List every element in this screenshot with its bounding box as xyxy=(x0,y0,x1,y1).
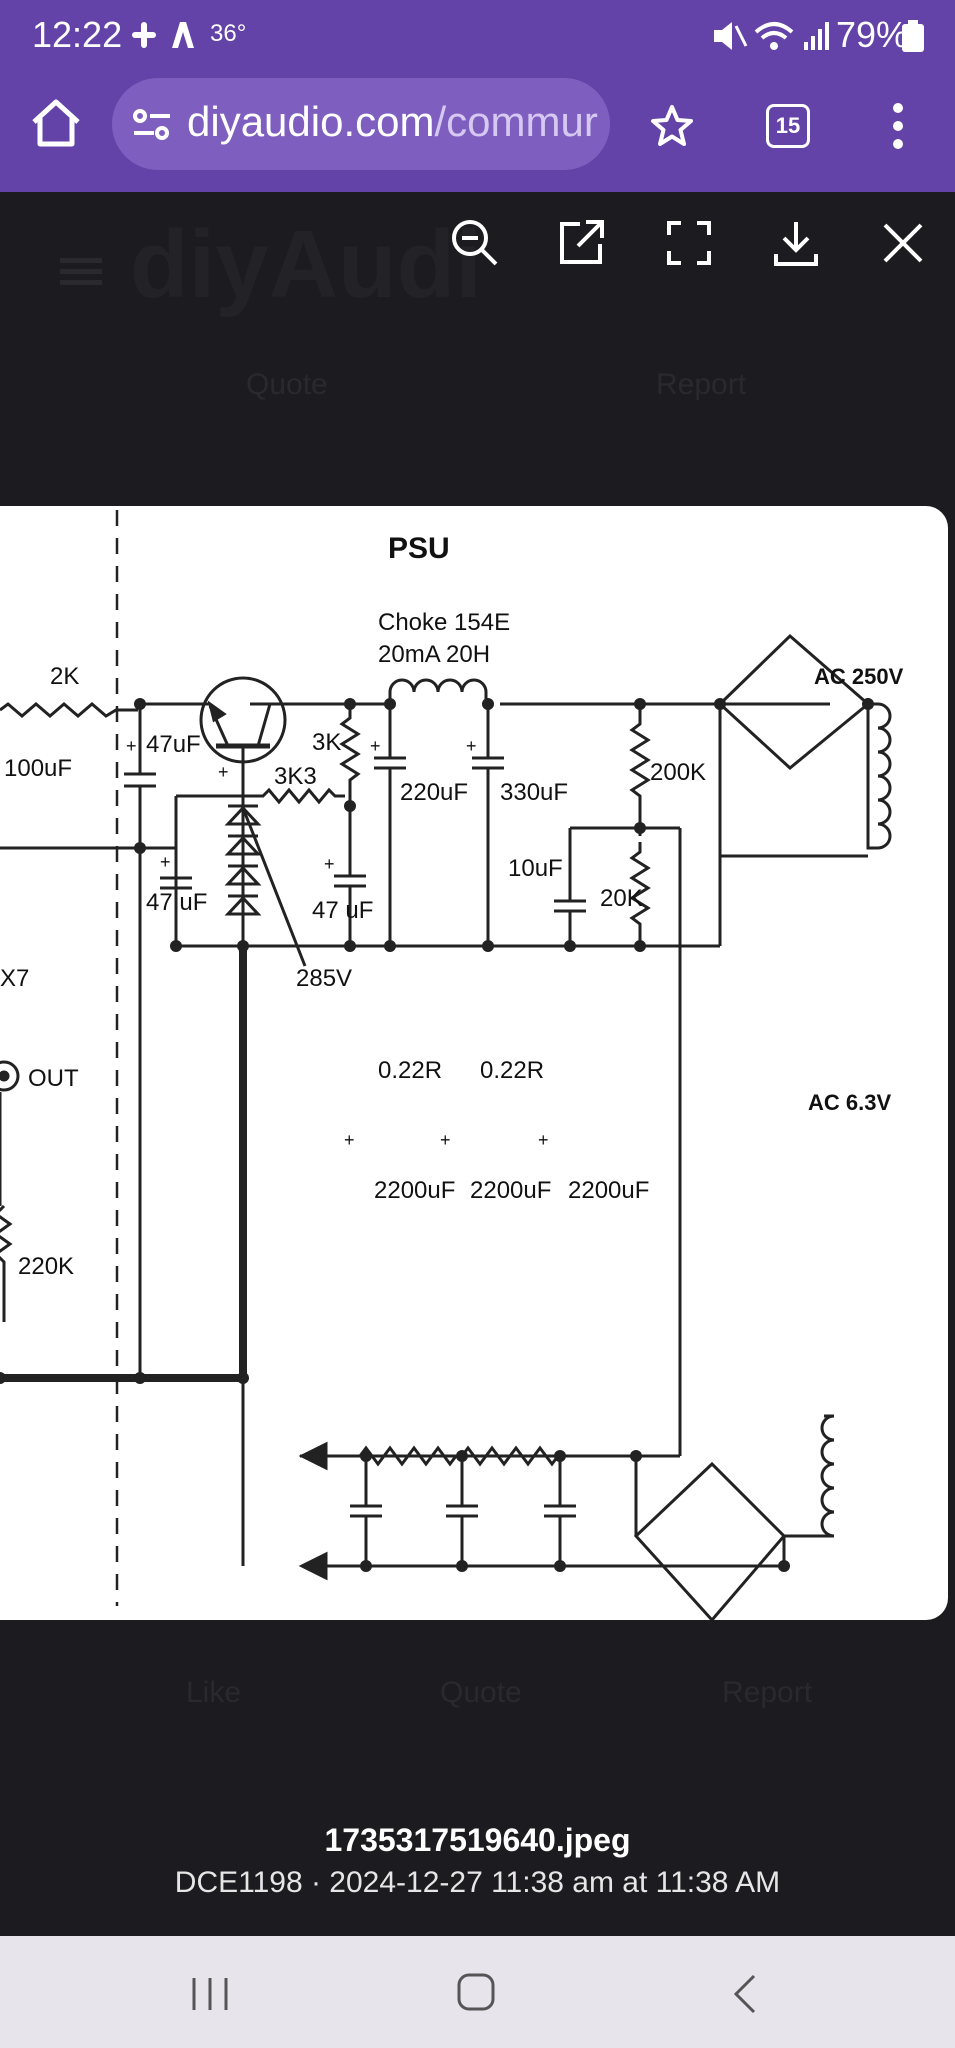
image-meta: DCE1198 · 2024-12-27 11:38 am at 11:38 A… xyxy=(174,1866,781,1899)
svg-text:+: + xyxy=(538,1130,549,1150)
label-choke: Choke 154E xyxy=(378,609,510,636)
mute-wifi-signal-icons xyxy=(714,22,829,50)
ghost-quote-2: Quote xyxy=(440,1676,522,1709)
label-c-330uf: 330uF xyxy=(500,779,568,806)
svg-text:+: + xyxy=(218,762,229,782)
site-settings-icon[interactable] xyxy=(132,108,172,142)
close-viewer-icon[interactable] xyxy=(882,222,924,264)
label-ac-63v: AC 6.3V xyxy=(808,1090,891,1115)
label-c-220uf: 220uF xyxy=(400,779,468,806)
label-c-2200-b: 2200uF xyxy=(470,1177,551,1204)
svg-text:+: + xyxy=(126,736,137,756)
label-c-2200-a: 2200uF xyxy=(374,1177,455,1204)
label-x7: X7 xyxy=(0,965,29,992)
address-bar[interactable]: diyaudio.com/commur xyxy=(112,78,610,170)
label-choke-rating: 20mA 20H xyxy=(378,641,490,668)
bookmark-star-icon[interactable] xyxy=(650,104,694,148)
home-nav-icon[interactable] xyxy=(456,1972,496,2012)
label-c-2200-c: 2200uF xyxy=(568,1177,649,1204)
recent-apps-icon[interactable] xyxy=(190,1976,230,2012)
ghost-report-2: Report xyxy=(722,1676,813,1709)
url-text[interactable]: diyaudio.com/commur xyxy=(187,98,598,145)
label-r-3k: 3K xyxy=(312,729,341,756)
svg-text:+: + xyxy=(324,854,335,874)
label-c-47uf-right: 47 uF xyxy=(312,897,373,924)
ghost-quote: Quote xyxy=(246,368,328,401)
download-icon[interactable] xyxy=(772,218,820,268)
battery-percent: 79% xyxy=(836,14,909,55)
label-r-3k3: 3K3 xyxy=(274,763,317,790)
psu-schematic: PSU Choke 154E 20mA 20H 2K 100uF 47uF 3K… xyxy=(0,510,904,1620)
label-285v: 285V xyxy=(296,965,352,992)
label-r-200k: 200K xyxy=(650,759,706,786)
label-r-022-b: 0.22R xyxy=(480,1057,544,1084)
label-r-022-a: 0.22R xyxy=(378,1057,442,1084)
home-icon[interactable] xyxy=(30,98,82,148)
svg-text:+: + xyxy=(440,1130,451,1150)
fullscreen-icon[interactable] xyxy=(666,220,712,266)
zoom-out-icon[interactable] xyxy=(450,218,500,268)
svg-text:+: + xyxy=(160,852,171,872)
ghost-report: Report xyxy=(656,368,747,401)
battery-icon xyxy=(902,20,924,52)
status-time: 12:22 xyxy=(32,14,123,55)
schematic-title: PSU xyxy=(388,532,450,565)
label-c-47uf-top: 47uF xyxy=(146,731,201,758)
notification-icons xyxy=(132,22,194,48)
label-ac-250v: AC 250V xyxy=(814,664,904,689)
label-out: OUT xyxy=(28,1065,79,1092)
label-r-20k: 20K xyxy=(600,885,643,912)
ghost-like: Like xyxy=(186,1676,242,1709)
tab-switcher-button[interactable]: 15 xyxy=(766,104,810,148)
schematic-image: PSU Choke 154E 20mA 20H 2K 100uF 47uF 3K… xyxy=(0,506,948,1620)
system-nav-bar xyxy=(0,1936,955,2048)
label-r-2k: 2K xyxy=(50,663,79,690)
label-c-100uf: 100uF xyxy=(4,755,72,782)
label-r-220k: 220K xyxy=(18,1253,74,1280)
label-c-47uf-left: 47 uF xyxy=(146,889,207,916)
label-c-10uf: 10uF xyxy=(508,855,563,882)
svg-text:+: + xyxy=(344,1130,355,1150)
status-temperature: 36° xyxy=(210,20,247,47)
svg-text:+: + xyxy=(370,736,381,756)
ghost-menu-icon xyxy=(60,252,102,292)
svg-text:+: + xyxy=(466,736,477,756)
browser-toolbar: 12:22 36° 79% d xyxy=(0,0,955,192)
ghost-site-logo: diyAudi xyxy=(130,211,482,318)
more-menu-icon[interactable] xyxy=(890,102,906,150)
back-nav-icon[interactable] xyxy=(730,1974,760,2014)
image-filename: 1735317519640.jpeg xyxy=(324,1822,631,1858)
open-external-icon[interactable] xyxy=(556,218,606,268)
